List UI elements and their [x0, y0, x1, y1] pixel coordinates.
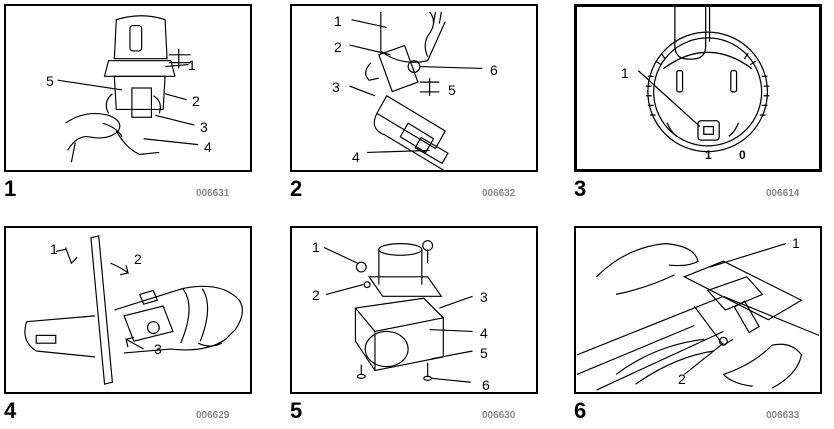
figure-4-number: 4	[4, 398, 17, 423]
figure-1-panel: 1 5 2 3 4	[4, 4, 252, 172]
figure-2-panel: 1 2 6 3 5 4	[290, 4, 538, 172]
figure-5-number: 5	[290, 398, 303, 423]
figure-5-callout-3: 3	[480, 289, 488, 305]
figure-2-callout-1: 1	[334, 13, 342, 29]
figure-5-panel: 1 2 3 4 5 6	[290, 226, 538, 394]
figure-4-illustration	[24, 235, 243, 385]
figure-2-code: 006632	[482, 188, 516, 199]
figure-2-illustration	[349, 11, 483, 170]
figure-6-number: 6	[574, 398, 587, 423]
figure-5-callout-1: 1	[312, 239, 320, 255]
figure-5-callout-5: 5	[480, 345, 488, 361]
figure-3-illustration	[637, 7, 770, 153]
figure-4-callout-3: 3	[154, 341, 162, 357]
figure-2-number: 2	[290, 176, 303, 201]
figure-5-callout-6: 6	[482, 377, 490, 393]
figure-2-callout-2: 2	[334, 39, 342, 55]
figure-3-number: 3	[574, 176, 587, 201]
figure-1-callout-1: 1	[188, 57, 196, 73]
figure-1-illustration	[57, 15, 199, 163]
figure-1-callout-4: 4	[204, 139, 212, 155]
figure-1-code: 006631	[196, 188, 230, 199]
figure-6-callout-2: 2	[678, 371, 686, 387]
switch-label-on: 1	[705, 148, 712, 162]
figure-2-callout-3: 3	[332, 79, 340, 95]
figure-5-callout-4: 4	[480, 325, 488, 341]
figure-2-callout-5: 5	[448, 82, 456, 98]
figure-6-callout-1: 1	[792, 235, 800, 251]
figure-1-callout-2: 2	[192, 93, 200, 109]
figure-4-code: 006629	[196, 410, 230, 421]
figure-2-callout-4: 4	[352, 149, 360, 165]
figure-6-panel: 1 2	[574, 226, 822, 394]
figure-6-code: 006633	[766, 410, 800, 421]
figure-6-illustration	[576, 243, 820, 391]
figure-5-illustration	[323, 240, 473, 383]
figure-3-callout-1: 1	[621, 65, 629, 81]
figure-3-panel: 1 1 0	[574, 4, 822, 172]
switch-label-off: 0	[739, 148, 746, 162]
figure-5-code: 006630	[482, 410, 516, 421]
figure-4-callout-2: 2	[134, 251, 142, 267]
figure-1-callout-5: 5	[46, 73, 54, 89]
figure-3-code: 006614	[766, 188, 800, 199]
figure-1-callout-3: 3	[200, 119, 208, 135]
figure-4-callout-1: 1	[50, 241, 58, 257]
figure-1-number: 1	[4, 176, 17, 201]
figure-5-callout-2: 2	[312, 287, 320, 303]
figure-2-callout-6: 6	[490, 62, 498, 78]
figure-4-panel: 1 2 3	[4, 226, 252, 394]
